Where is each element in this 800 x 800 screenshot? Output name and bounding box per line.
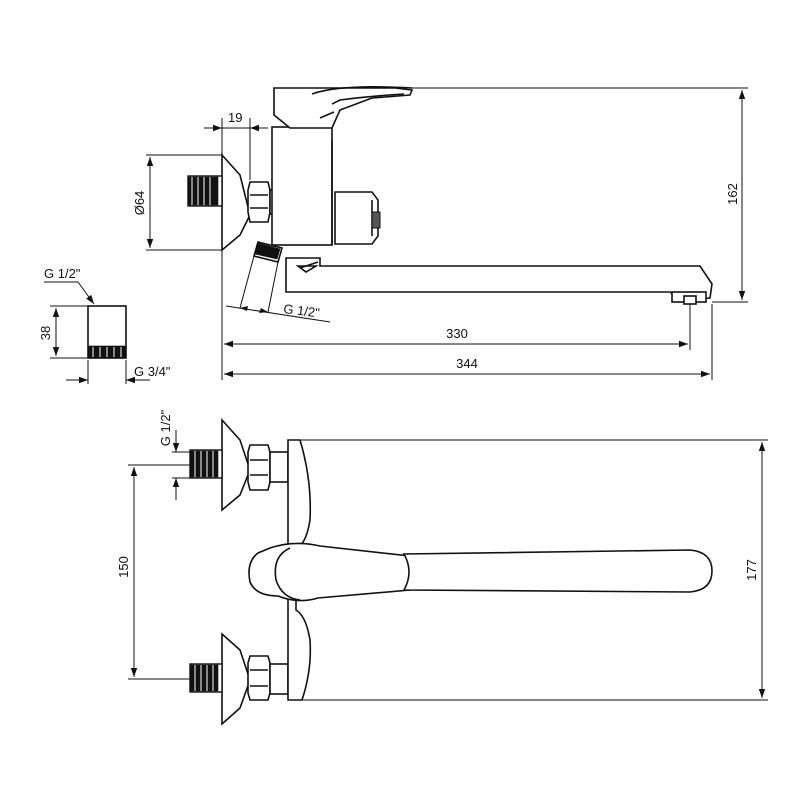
top-lower-flange (221, 632, 251, 726)
aerator-insert (683, 295, 697, 305)
side-outlet-thread (253, 241, 283, 263)
side-view: 19 Ø64 162 G 1/2" 330 344 (132, 86, 748, 380)
adapter-top-thread: G 1/2" (44, 266, 81, 281)
adapter-detail: G 1/2" 38 G 3/4" (38, 266, 171, 384)
wall-flange (221, 152, 251, 252)
dim-overall-length: 344 (456, 356, 478, 371)
side-inlet-thread (187, 175, 223, 207)
dim-top-inlet-thread: G 1/2" (158, 409, 173, 446)
top-upper-inlet-thread (189, 449, 223, 479)
dim-overall-depth: 177 (744, 559, 759, 581)
dim-overall-height: 162 (725, 183, 740, 205)
lever-top-curve (311, 86, 413, 95)
spout (285, 257, 713, 301)
top-lever-inner (274, 547, 301, 601)
dim-side-inlet-thread: G 1/2" (283, 301, 321, 320)
adapter-height: 38 (38, 326, 53, 340)
dim-inlet-spacing: 150 (116, 556, 131, 578)
diverter-knob (334, 191, 379, 245)
top-spout (402, 549, 713, 593)
top-lower-connector (269, 663, 289, 695)
top-upper-connector (269, 451, 289, 483)
dim-flange-thickness: 19 (228, 110, 242, 125)
side-lever-handle (273, 87, 414, 129)
dim-flange-diameter: Ø64 (132, 191, 147, 216)
top-lower-union-nut (247, 655, 271, 701)
diverter-cap (371, 211, 381, 229)
top-upper-union-nut (247, 444, 271, 491)
top-lower-inlet-thread (189, 663, 223, 693)
side-union-nut (247, 181, 271, 223)
top-lever-handle (248, 542, 414, 602)
top-upper-flange (221, 417, 251, 512)
top-view: G 1/2" 150 177 (116, 409, 768, 726)
adapter-bottom-thread: G 3/4" (134, 364, 171, 379)
mixer-body (271, 126, 333, 246)
dim-spout-reach: 330 (446, 326, 468, 341)
